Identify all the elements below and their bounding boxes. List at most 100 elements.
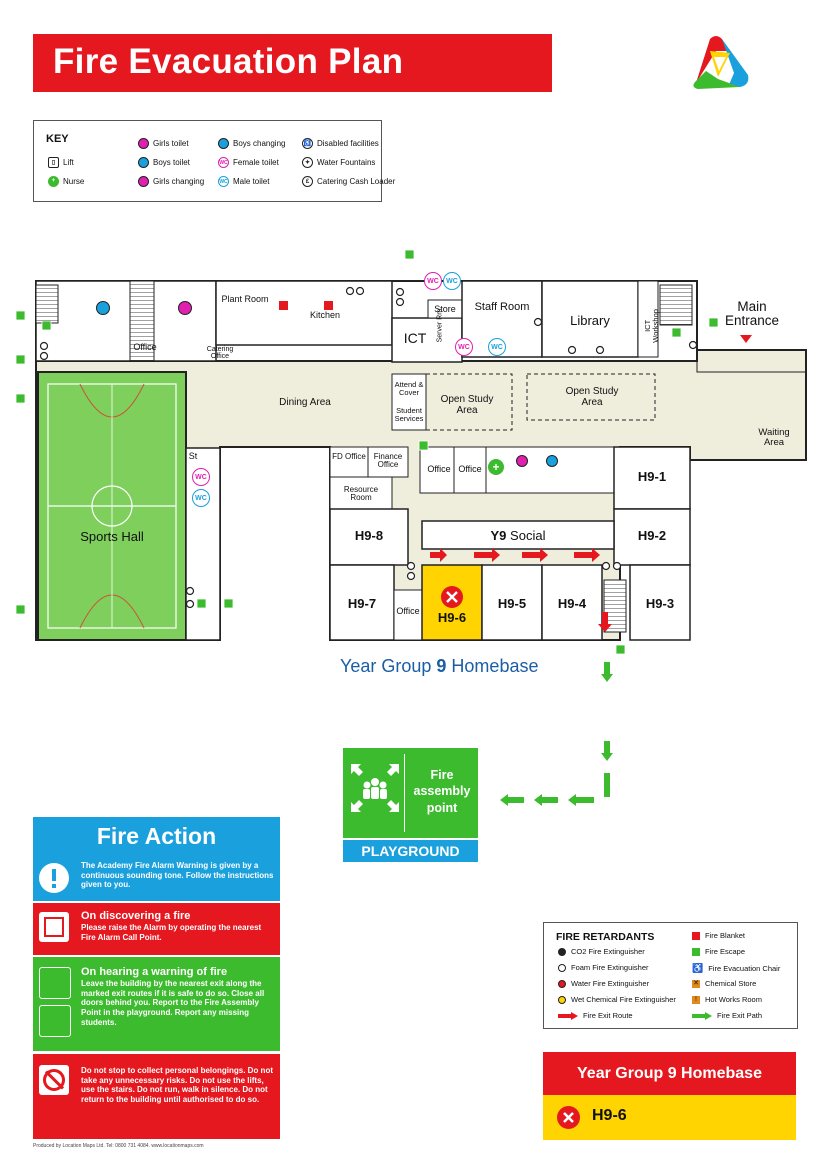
foam-extinguisher-icon <box>558 963 566 972</box>
retardant-label: Fire Blanket <box>705 931 746 940</box>
room-server: Server Rm <box>436 308 444 343</box>
female-toilet-icon: WC <box>218 157 229 168</box>
room-ict: ICT <box>403 330 427 346</box>
room-h9-4: H9-4 <box>557 596 587 611</box>
chemical-store-icon: ✕ <box>692 979 700 988</box>
key-item: Boys changing <box>218 138 285 149</box>
assembly-point-icon <box>351 764 399 812</box>
key-label: Nurse <box>63 177 85 186</box>
lift-icon: ▯ <box>48 157 59 168</box>
room-office-c: Office <box>396 606 420 616</box>
year-group-prefix: Year Group <box>340 656 437 676</box>
female-toilet-icon: WC <box>455 338 473 356</box>
room-open-study-1: Open Study Area <box>440 394 494 416</box>
nurse-icon: + <box>488 459 504 475</box>
room-open-study-2: Open Study Area <box>565 386 619 408</box>
room-kitchen: Kitchen <box>309 310 341 320</box>
key-legend: KEY Girls toilet Boys changing ♿Disabled… <box>33 120 395 202</box>
room-staff-room: Staff Room <box>474 301 530 313</box>
key-item: ✦Water Fountains <box>302 157 375 168</box>
boys-toilet-icon <box>96 301 110 315</box>
retardants-title: FIRE RETARDANTS <box>556 931 655 943</box>
key-label: Boys changing <box>233 139 286 148</box>
room-h9-5: H9-5 <box>497 596 527 611</box>
y9-social-bold: Y9 <box>490 528 507 543</box>
fire-alarm-call-point-icon <box>39 912 69 942</box>
key-label: Male toilet <box>233 177 270 186</box>
male-toilet-icon: WC <box>488 338 506 356</box>
floor-plan <box>15 249 807 682</box>
fire-action-donts: Do not stop to collect personal belongin… <box>33 1054 280 1139</box>
key-label: Water Fountains <box>317 158 376 167</box>
room-h9-8: H9-8 <box>354 528 384 543</box>
room-library: Library <box>570 313 610 328</box>
retardant-label: Hot Works Room <box>705 995 762 1004</box>
assembly-point-sign: Fire assembly point PLAYGROUND <box>343 748 478 862</box>
room-office: Office <box>133 342 157 352</box>
retardant-label: Wet Chemical Fire Extinguisher <box>571 995 676 1004</box>
retardant-label: Fire Escape <box>705 947 746 956</box>
year-group-suffix: Homebase <box>446 656 539 676</box>
key-label: Girls changing <box>153 177 205 186</box>
evacuation-chair-icon: ♿ <box>692 963 704 973</box>
room-h9-1: H9-1 <box>637 469 667 484</box>
male-toilet-icon: WC <box>218 176 229 187</box>
homebase-box: Year Group 9 Homebase H9-6 <box>543 1052 796 1140</box>
female-toilet-icon: WC <box>424 272 442 290</box>
room-dining-area: Dining Area <box>279 397 331 408</box>
fire-exit-path <box>601 662 613 682</box>
key-label: Disabled facilities <box>317 139 379 148</box>
room-catering-office: Catering Office <box>206 346 234 361</box>
room-office-a: Office <box>427 464 451 474</box>
retardant-label: Fire Evacuation Chair <box>708 964 781 973</box>
red-arrow-icon <box>558 1011 578 1020</box>
homebase-room: H9-6 <box>592 1107 627 1124</box>
room-office-b: Office <box>458 464 482 474</box>
key-label: Boys toilet <box>153 158 190 167</box>
assembly-location: PLAYGROUND <box>343 840 478 862</box>
fire-action-title: Fire Action <box>33 817 280 855</box>
retardant-label: Water Fire Extinguisher <box>571 979 650 988</box>
girls-toilet-icon <box>178 301 192 315</box>
male-toilet-icon: WC <box>443 272 461 290</box>
retardant-label: Chemical Store <box>705 979 757 988</box>
room-sports-hall: Sports Hall <box>80 529 144 544</box>
room-store: Store <box>434 304 456 314</box>
room-student-services: Student Services <box>394 406 424 423</box>
credit-line: Produced by Location Maps Ltd. Tel: 0800… <box>33 1143 204 1149</box>
room-y9-social: Y9 Social <box>422 529 614 543</box>
discover-heading: On discovering a fire <box>81 910 191 922</box>
wet-chemical-extinguisher-icon <box>558 995 566 1004</box>
fire-exit-icon <box>39 967 71 999</box>
key-item: Girls changing <box>138 176 204 187</box>
key-label: Catering Cash Loader <box>317 177 396 186</box>
room-h9-7: H9-7 <box>347 596 377 611</box>
room-h9-6: H9-6 <box>437 610 467 625</box>
info-icon <box>39 863 69 893</box>
key-item: WC Male toilet <box>218 176 269 187</box>
co2-extinguisher-icon <box>558 947 566 956</box>
key-item: ▯Lift <box>48 157 74 168</box>
female-toilet-icon: WC <box>192 468 210 486</box>
girls-changing-icon <box>138 176 149 187</box>
fire-blanket-icon <box>692 931 700 940</box>
retardant-label: Foam Fire Extinguisher <box>571 963 649 972</box>
title-banner: Fire Evacuation Plan <box>33 34 552 92</box>
retardant-label: Fire Exit Path <box>717 1011 763 1020</box>
room-plant-room: Plant Room <box>221 294 269 304</box>
prohibition-icon <box>39 1065 69 1095</box>
key-item: £Catering Cash Loader <box>302 176 395 187</box>
page-title: Fire Evacuation Plan <box>53 42 404 81</box>
you-are-here-icon <box>557 1106 580 1129</box>
fire-retardants-legend: FIRE RETARDANTS CO2 Fire Extinguisher Fi… <box>543 922 798 1029</box>
girls-toilet-icon <box>138 138 149 149</box>
key-label: Girls toilet <box>153 139 189 148</box>
key-item: Boys toilet <box>138 157 190 168</box>
donts-text: Do not stop to collect personal belongin… <box>81 1066 273 1104</box>
room-st: St <box>188 451 198 461</box>
room-h9-3: H9-3 <box>645 596 675 611</box>
y9-social-rest: Social <box>510 528 546 543</box>
